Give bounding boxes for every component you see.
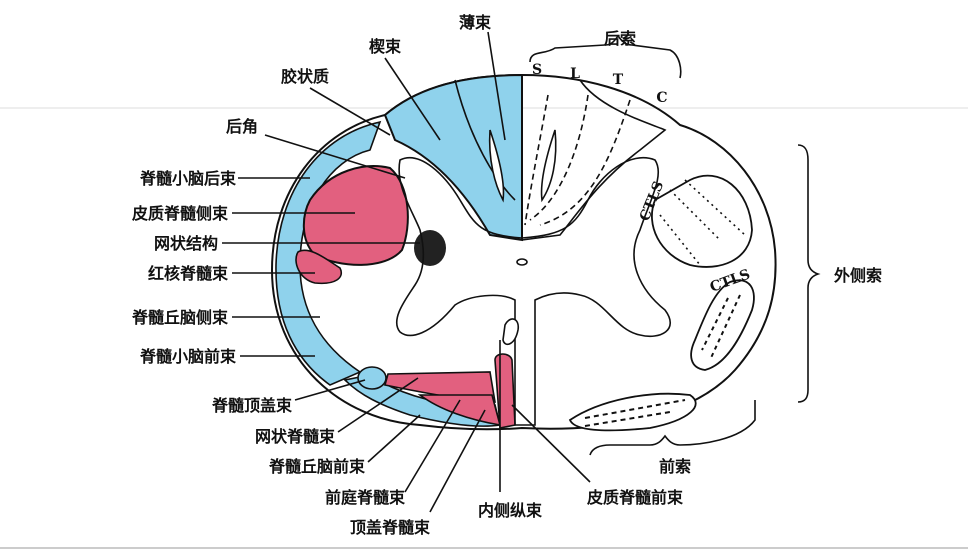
septum-right: [540, 129, 557, 203]
label-reticulospinal: 网状脊髓束: [255, 427, 336, 446]
label-anterior-corticospinal: 皮质脊髓前束: [586, 488, 684, 507]
label-posterior-horn: 后角: [226, 117, 258, 136]
reticular-formation: [414, 230, 446, 266]
gracilis-cuneatus-border: [454, 79, 516, 201]
cord-outline: [270, 73, 777, 431]
label-rubrospinal: 红核脊髓束: [148, 264, 229, 283]
label-fasciculus-gracilis: 薄束: [459, 13, 492, 32]
segment-c: C: [656, 90, 667, 106]
lateral-corticospinal-tract: [302, 165, 409, 266]
label-spinotectal: 脊髓顶盖束: [211, 396, 293, 415]
anterior-horn-tip: [502, 318, 520, 346]
label-lateral-spinothalamic: 脊髓丘脑侧束: [131, 308, 229, 327]
gray-matter: [395, 157, 671, 426]
label-lateral-corticospinal: 皮质脊髓侧束: [131, 204, 229, 223]
label-anterior-spinocerebellar: 脊髓小脑前束: [139, 347, 237, 366]
ctls-area-dorsal: [651, 174, 753, 268]
label-posterior-funiculus: 后索: [604, 29, 636, 48]
dash-s: [524, 94, 549, 226]
label-fasciculus-cuneatus: 楔束: [369, 37, 402, 56]
lateral-funiculus-brace: [797, 144, 821, 403]
ctls-dashes: [701, 294, 741, 361]
ctls-area-ventral: [690, 279, 755, 371]
spinotectal-tract: [357, 366, 387, 390]
segment-l: L: [570, 66, 580, 82]
label-substantia-gelatinosa: 胶状质: [281, 67, 329, 86]
label-lateral-funiculus: 外侧索: [833, 266, 882, 285]
posterior-funiculus-brace: [529, 34, 682, 79]
label-reticular-formation: 网状结构: [154, 234, 218, 253]
anterior-dashes: [584, 399, 686, 427]
label-medial-longitudinal: 内侧纵束: [478, 501, 543, 520]
segment-s: S: [532, 62, 542, 78]
label-posterior-spinocerebellar: 脊髓小脑后束: [139, 169, 237, 188]
central-canal: [516, 258, 528, 266]
label-anterior-funiculus: 前索: [659, 457, 691, 476]
leader-lines: [222, 31, 591, 513]
anterior-funiculus-brace: [589, 400, 756, 456]
anterior-tract-area: [568, 392, 697, 432]
fasciculus-region-blue: [383, 73, 523, 242]
rubrospinal-tract: [295, 249, 342, 285]
label-vestibulospinal: 前庭脊髓束: [325, 488, 406, 507]
posterior-column-right: [521, 79, 667, 241]
septum-left: [488, 129, 505, 203]
label-tectospinal: 顶盖脊髓束: [350, 518, 431, 537]
ctls-dots: [659, 179, 746, 266]
label-anterior-spinothalamic: 脊髓丘脑前束: [268, 457, 366, 476]
dash-t: [539, 99, 631, 226]
segment-t: T: [613, 72, 624, 88]
